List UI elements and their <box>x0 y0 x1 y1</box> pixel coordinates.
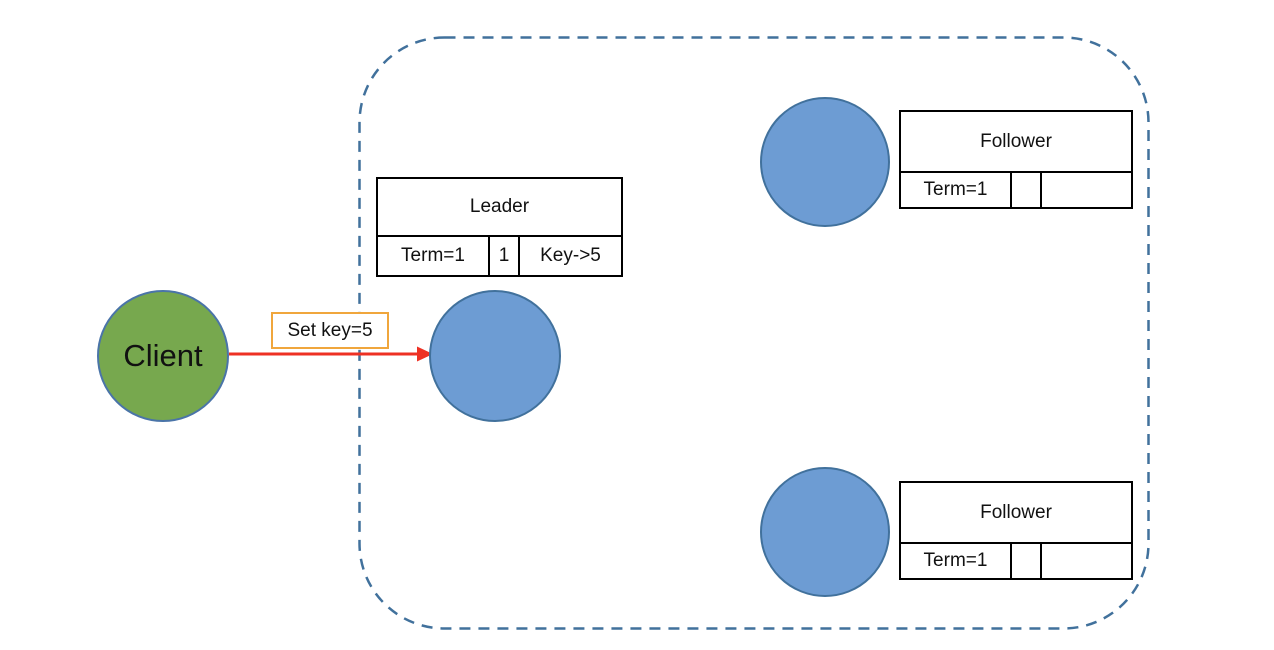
follower1-entry-cell <box>1042 173 1131 207</box>
leader-state-table: Leader Term=1 1 Key->5 <box>376 177 623 277</box>
request-label-text: Set key=5 <box>287 319 373 341</box>
follower2-table-title: Follower <box>901 483 1131 544</box>
leader-term-cell: Term=1 <box>378 237 490 275</box>
follower1-term-cell: Term=1 <box>901 173 1012 207</box>
follower1-state-table: Follower Term=1 <box>899 110 1133 209</box>
follower2-state-table: Follower Term=1 <box>899 481 1133 580</box>
leader-node-circle <box>429 290 561 422</box>
leader-entry-cell: Key->5 <box>540 245 601 266</box>
leader-table-title: Leader <box>378 179 621 237</box>
request-arrow-head <box>417 346 433 362</box>
follower1-node-circle <box>760 97 890 227</box>
follower2-entry-cell <box>1042 544 1131 578</box>
follower1-index-cell <box>1012 173 1042 207</box>
request-label-box: Set key=5 <box>271 312 389 349</box>
follower2-index-cell <box>1012 544 1042 578</box>
follower2-node-circle <box>760 467 890 597</box>
leader-index-cell: 1 <box>490 237 520 275</box>
leader-table-row: Term=1 1 Key->5 <box>378 237 621 275</box>
client-node-circle: Client <box>97 290 229 422</box>
follower1-table-title: Follower <box>901 112 1131 173</box>
follower2-table-row: Term=1 <box>901 544 1131 578</box>
follower1-table-row: Term=1 <box>901 173 1131 207</box>
client-node-label: Client <box>123 338 203 373</box>
follower2-term-cell: Term=1 <box>901 544 1012 578</box>
